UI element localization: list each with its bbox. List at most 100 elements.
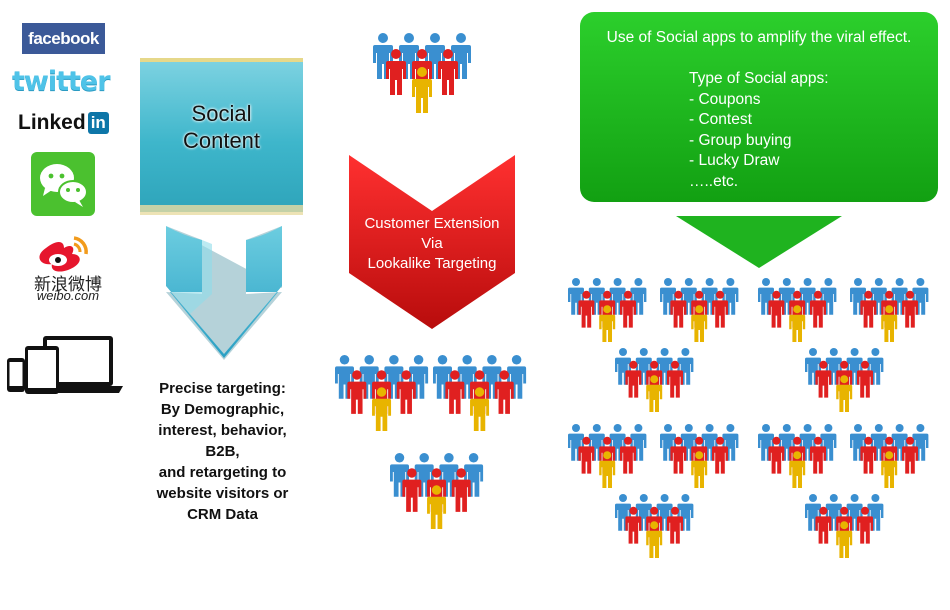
person-figure — [799, 424, 816, 461]
person-figure — [646, 521, 663, 558]
person-figure — [451, 468, 471, 512]
person-figure — [902, 436, 918, 474]
down-arrow — [166, 226, 282, 360]
callout-body: Type of Social apps: - Coupons - Contest… — [689, 70, 829, 190]
person-figure — [630, 278, 647, 315]
person-figure — [850, 278, 866, 315]
person-figure — [825, 348, 842, 385]
person-figure — [599, 451, 616, 488]
person-figure — [438, 49, 458, 95]
person-figure — [667, 506, 683, 544]
wechat-icon — [31, 152, 95, 216]
customer-extension-text: Customer Extension Via Lookalike Targeti… — [364, 215, 500, 272]
person-figure — [701, 424, 718, 461]
facebook-logo: facebook — [22, 23, 105, 54]
person-figure — [646, 375, 663, 412]
person-figure — [347, 370, 367, 414]
person-figure — [691, 451, 708, 488]
person-figure — [578, 290, 595, 328]
person-figure — [335, 355, 354, 399]
person-figure — [670, 436, 687, 474]
person-figure — [390, 453, 409, 497]
person-figure — [768, 290, 785, 328]
crowd-right — [568, 278, 929, 558]
person-figure — [850, 424, 866, 461]
person-figure — [660, 278, 676, 315]
person-figure — [805, 348, 821, 385]
person-figure — [815, 506, 832, 544]
person-figure — [722, 278, 739, 315]
person-figure — [630, 424, 647, 461]
person-figure — [433, 355, 452, 399]
person-figure — [670, 290, 687, 328]
person-figure — [402, 468, 422, 512]
devices-icon — [7, 336, 123, 394]
person-figure — [409, 355, 429, 399]
person-figure — [860, 290, 877, 328]
person-figure — [635, 494, 652, 531]
person-figure — [680, 424, 697, 461]
person-figure — [470, 387, 490, 431]
person-figure — [372, 387, 392, 431]
weibo-domain: weibo.com — [36, 288, 100, 303]
person-figure — [870, 278, 887, 315]
red-chevron-arrow — [349, 155, 515, 329]
person-figure — [712, 290, 728, 328]
person-figure — [620, 290, 636, 328]
person-figure — [810, 436, 826, 474]
person-figure — [912, 424, 929, 461]
person-figure — [805, 494, 821, 531]
person-figure — [427, 485, 447, 529]
weibo-chinese-name: 新浪微博 — [34, 275, 102, 295]
person-figure — [412, 67, 432, 113]
person-figure — [870, 424, 887, 461]
person-figure — [768, 436, 785, 474]
person-figure — [836, 375, 853, 412]
person-figure — [635, 348, 652, 385]
green-callout — [580, 12, 938, 268]
person-figure — [820, 424, 837, 461]
person-figure — [860, 436, 877, 474]
person-figure — [857, 506, 873, 544]
person-figure — [881, 305, 898, 342]
person-figure — [881, 451, 898, 488]
person-figure — [810, 290, 826, 328]
person-figure — [825, 494, 842, 531]
person-figure — [656, 494, 673, 531]
person-figure — [578, 436, 595, 474]
person-figure — [799, 278, 816, 315]
person-figure — [722, 424, 739, 461]
person-figure — [815, 360, 832, 398]
social-content-box-shadow — [140, 205, 303, 215]
person-figure — [701, 278, 718, 315]
person-figure — [625, 360, 642, 398]
person-figure — [615, 348, 631, 385]
person-figure — [588, 424, 605, 461]
person-figure — [758, 424, 774, 461]
twitter-logo: twitter — [12, 66, 111, 97]
crowd-middle — [335, 355, 527, 529]
person-figure — [625, 506, 642, 544]
person-figure — [660, 424, 676, 461]
person-figure — [778, 424, 795, 461]
person-figure — [677, 494, 694, 531]
person-figure — [857, 360, 873, 398]
person-figure — [820, 278, 837, 315]
person-figure — [568, 278, 584, 315]
crowd-top — [373, 33, 471, 113]
weibo-icon — [39, 236, 88, 272]
person-figure — [691, 305, 708, 342]
person-figure — [667, 360, 683, 398]
person-figure — [396, 370, 416, 414]
person-figure — [836, 521, 853, 558]
person-figure — [386, 49, 406, 95]
social-content-title: Social Content — [182, 101, 261, 153]
person-figure — [677, 348, 694, 385]
person-figure — [778, 278, 795, 315]
person-figure — [620, 436, 636, 474]
linkedin-text: Linked — [18, 111, 86, 134]
social-content-box — [140, 58, 303, 212]
person-figure — [656, 348, 673, 385]
person-figure — [789, 305, 806, 342]
